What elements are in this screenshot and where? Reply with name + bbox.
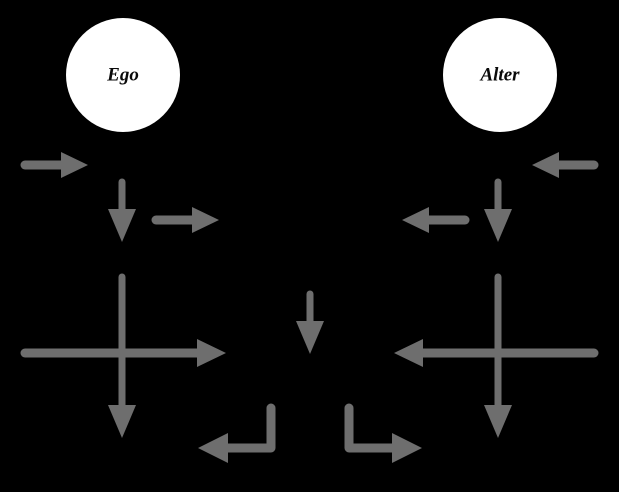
- arrow-head-right: [61, 152, 88, 178]
- arrow-alter-cross-arrow: [394, 339, 599, 367]
- arrow-ego-input-arrow: [20, 152, 88, 178]
- arrow-alter-down-arrow-upper: [484, 178, 512, 242]
- arrow-head-left: [532, 152, 559, 178]
- arrow-head-right: [192, 207, 219, 233]
- ego-circle[interactable]: [66, 18, 180, 132]
- arrow-ego-down-arrow-lower: [108, 273, 136, 438]
- arrow-head-right: [392, 433, 422, 463]
- alter-label: Alter: [479, 64, 520, 85]
- arrow-center-hook-right-arrow: [344, 403, 422, 463]
- arrow-head-left: [394, 339, 423, 367]
- arrow-ego-cross-arrow: [20, 339, 226, 367]
- arrow-head-down: [484, 209, 512, 242]
- node-alter[interactable]: Alter: [443, 18, 557, 132]
- arrow-head-right: [197, 339, 226, 367]
- arrow-head-down: [484, 405, 512, 438]
- arrow-center-down-arrow: [296, 290, 324, 354]
- arrow-head-down: [108, 209, 136, 242]
- arrow-ego-down-arrow-upper: [108, 178, 136, 242]
- arrow-head-down: [296, 321, 324, 354]
- arrow-center-hook-left-arrow: [198, 403, 276, 463]
- arrow-alter-output-arrow-upper: [402, 207, 470, 233]
- arrow-shaft-elbow: [217, 403, 276, 453]
- arrow-shaft-elbow: [344, 403, 403, 453]
- arrow-head-down: [108, 405, 136, 438]
- node-ego[interactable]: Ego: [66, 18, 180, 132]
- ego-label: Ego: [106, 64, 139, 85]
- arrow-head-left: [198, 433, 228, 463]
- arrow-head-left: [402, 207, 429, 233]
- arrow-ego-output-arrow-upper: [151, 207, 219, 233]
- arrow-alter-input-arrow: [532, 152, 599, 178]
- arrow-alter-down-arrow-lower: [484, 273, 512, 438]
- alter-circle[interactable]: [443, 18, 557, 132]
